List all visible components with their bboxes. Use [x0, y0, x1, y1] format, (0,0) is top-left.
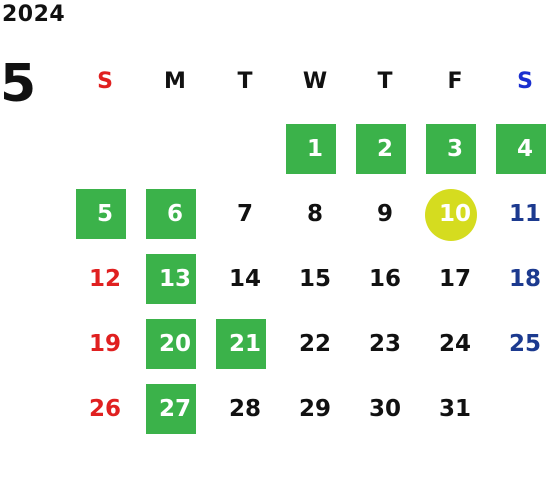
day-number: 23	[368, 331, 401, 357]
day-cell[interactable]: 9	[350, 189, 420, 239]
day-number: 20	[158, 331, 191, 357]
day-number: 13	[158, 266, 191, 292]
day-number: 31	[438, 396, 471, 422]
day-cell[interactable]: 26	[70, 384, 140, 434]
day-cell[interactable]: 20	[140, 319, 210, 369]
day-cell[interactable]: 7	[210, 189, 280, 239]
week-row: 19 20 21 22 23 24 25	[70, 319, 548, 384]
day-number: 9	[376, 201, 393, 227]
day-cell-empty	[490, 384, 548, 434]
day-cell[interactable]: 13	[140, 254, 210, 304]
day-cell[interactable]: 14	[210, 254, 280, 304]
week-row: 26 27 28 29 30 31	[70, 384, 548, 449]
day-number: 29	[298, 396, 331, 422]
day-number: 3	[446, 136, 463, 162]
day-cell[interactable]: 23	[350, 319, 420, 369]
day-number: 19	[88, 331, 121, 357]
day-cell[interactable]: 27	[140, 384, 210, 434]
day-cell[interactable]: 10	[420, 189, 490, 241]
week-row: 1 2 3 4	[70, 124, 548, 189]
day-cell[interactable]: 6	[140, 189, 210, 239]
day-cell[interactable]: 18	[490, 254, 548, 304]
year-label: 2024	[2, 2, 66, 27]
day-number: 30	[368, 396, 401, 422]
day-number: 2	[376, 136, 393, 162]
day-number: 8	[306, 201, 323, 227]
day-number: 25	[508, 331, 541, 357]
day-cell[interactable]: 29	[280, 384, 350, 434]
day-number: 12	[88, 266, 121, 292]
week-row: 5 6 7 8 9 10 11	[70, 189, 548, 254]
day-cell[interactable]: 31	[420, 384, 490, 434]
month-label: 5	[0, 54, 37, 114]
weekday-sunday: S	[97, 68, 113, 94]
day-number: 4	[516, 136, 533, 162]
day-cell-empty	[210, 124, 280, 174]
day-number: 18	[508, 266, 541, 292]
day-cell[interactable]: 17	[420, 254, 490, 304]
weekday-monday: M	[164, 68, 186, 94]
day-cell[interactable]: 16	[350, 254, 420, 304]
day-number: 21	[228, 331, 261, 357]
day-cell[interactable]: 11	[490, 189, 548, 239]
day-cell-empty	[70, 124, 140, 174]
weekday-wednesday: W	[302, 68, 328, 94]
day-number: 15	[298, 266, 331, 292]
day-cell[interactable]: 8	[280, 189, 350, 239]
day-number: 17	[438, 266, 471, 292]
day-number: 16	[368, 266, 401, 292]
day-number: 7	[236, 201, 253, 227]
day-number: 28	[228, 396, 261, 422]
day-number: 6	[166, 201, 183, 227]
day-number: 24	[438, 331, 471, 357]
day-cell[interactable]: 5	[70, 189, 140, 239]
weekday-thursday: T	[377, 68, 393, 94]
day-cell[interactable]: 21	[210, 319, 280, 369]
day-cell[interactable]: 24	[420, 319, 490, 369]
day-cell[interactable]: 25	[490, 319, 548, 369]
day-cell[interactable]: 3	[420, 124, 490, 174]
day-number: 27	[158, 396, 191, 422]
day-number: 22	[298, 331, 331, 357]
day-number: 5	[96, 201, 113, 227]
day-cell[interactable]: 28	[210, 384, 280, 434]
weekday-friday: F	[447, 68, 463, 94]
day-cell[interactable]: 4	[490, 124, 548, 174]
day-cell[interactable]: 1	[280, 124, 350, 174]
day-cell[interactable]: 19	[70, 319, 140, 369]
day-cell[interactable]: 12	[70, 254, 140, 304]
day-number: 11	[508, 201, 541, 227]
day-cell-empty	[140, 124, 210, 174]
weekday-tuesday: T	[237, 68, 253, 94]
day-number: 1	[306, 136, 323, 162]
day-cell[interactable]: 2	[350, 124, 420, 174]
day-cell[interactable]: 15	[280, 254, 350, 304]
day-number: 14	[228, 266, 261, 292]
day-cell[interactable]: 30	[350, 384, 420, 434]
weekday-saturday: S	[517, 68, 533, 94]
day-cell[interactable]: 22	[280, 319, 350, 369]
day-number: 26	[88, 396, 121, 422]
day-number: 10	[438, 201, 471, 227]
week-row: 12 13 14 15 16 17 18	[70, 254, 548, 319]
weekday-header: S M T W T F S	[70, 58, 548, 104]
